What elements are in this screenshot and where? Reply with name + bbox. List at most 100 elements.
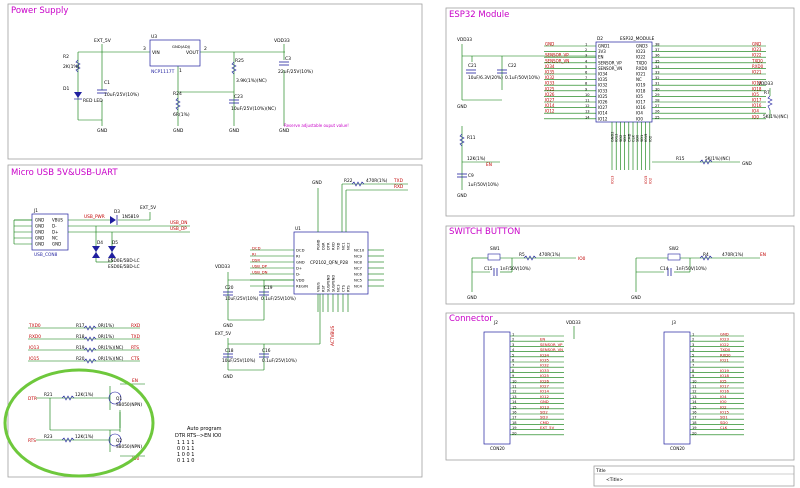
esp32-left-pin-num: 12 [585,104,590,108]
esp32-left-pin-num: 10 [585,93,590,97]
title-connector: Connector [449,314,493,324]
esp32-left-pin-num: 14 [585,115,590,119]
esp32-bottom-pin-name: SD0 [636,134,640,142]
j2-refdes: J2 [493,320,498,325]
c3-value: 22uF/25V(10%) [278,69,313,75]
conn-pin-num: 16 [512,411,517,415]
esp32-left-net: IO27 [545,98,555,103]
title-esp32-module: ESP32 Module [449,10,509,20]
pair-value: 0R(1%) [98,323,114,329]
j1-left-pin: GND [35,242,44,247]
esp32-right-pin-num: 25 [655,115,660,119]
conn-net-label: IO34 [540,352,550,357]
esp32-right-net: IO5 [752,92,759,97]
esp32-left-net: SENSOR_VN [545,58,569,63]
esp32-right-pin-num: 31 [655,82,660,86]
conn-net-label: IO14 [540,389,550,394]
conn-net-label: CLK [720,425,728,430]
pair-refdes: R20 [76,356,85,362]
esp32-right-net: IO0 [752,114,759,119]
u3-pin2: 2 [204,46,207,52]
conn-pin-num: 7 [692,364,694,368]
c21-refdes: C21 [468,63,477,69]
esp32-right-pin-num: 26 [655,110,660,114]
u1-top-pin-name: RXD [332,242,336,250]
esp32-bottom-pin-name: CLK [632,134,636,142]
conn-pin-num: 6 [692,359,695,363]
usb-gnd-1: GND [223,323,234,329]
sw-io0-net: IO0 [578,256,586,262]
esp32-bottom-pin-name: IO13 [615,134,619,142]
u1-part: CP2102_QFN_P28 [310,260,348,266]
esp32-right-pin-num: 38 [655,43,660,47]
usb-txd-net: TXD [393,178,404,184]
sw-gnd-2: GND [631,295,642,301]
q1-transistor [108,391,122,405]
u1-bottom-pin-name: VBUS [317,281,321,292]
c3-refdes: C3 [285,56,291,62]
r22-resistor [351,181,365,187]
conn-net-label: TXD0 [719,347,731,352]
esp32-left-net: IO25 [545,86,555,91]
r11-value: 12K(1%) [467,156,486,162]
conn-pin-num: 3 [692,343,694,347]
sw1-button [487,253,501,261]
u1-left-net: DSR [252,258,260,263]
esp32-right-pin-name: IO18 [636,88,646,93]
conn-net-label: IO4 [720,394,727,399]
esp32-left-pin-name: IO12 [598,116,608,121]
power-gnd-2: GND [173,128,184,134]
u1-bottom-pin-name: RST [322,284,326,292]
esp32-left-pin-name: SENSOR_VN [598,66,622,71]
c14-value: 1nF/50V(10%) [676,266,707,272]
c19-refdes: C19 [264,285,273,291]
esp32-left-net: IO26 [545,92,555,97]
u1-cp2102-chip [293,231,369,295]
u3-vin: VIN [152,50,160,56]
pair-resistor [83,336,97,342]
esp32-right-pin-num: 37 [655,48,660,52]
esp32-right-pin-num: 29 [655,93,660,97]
esp32-right-pin-num: 35 [655,59,660,63]
conn-net-label: IO13 [540,404,550,409]
esp32-right-net: IO22 [752,53,762,58]
conn-pin-num: 2 [692,338,694,342]
r22-refdes: R22 [344,178,353,184]
conn-pin-num: 5 [512,353,514,357]
r25-value: 3.9K(1%)(NC) [236,78,267,84]
conn-net-label: SD2 [540,410,548,415]
title-usb-uart: Micro USB 5V&USB-UART [11,168,118,178]
esp32-left-pin-name: IO26 [598,100,608,105]
r4-refdes: R4 [703,252,709,258]
j1-refdes: J1 [33,208,38,214]
pair-right-net: RXD [131,323,141,329]
esp32-right-pin-num: 28 [655,99,660,103]
j1-left-pin: GND [35,236,44,241]
q1-refdes: Q1 [116,396,122,402]
esp32-bottom-gnd: GND [742,161,753,167]
pair-left-net: TXD0 [28,323,41,329]
esp32-right-pin-name: IO22 [636,55,646,60]
conn-net-label: IO5 [720,378,727,383]
esp32-right-net: IO19 [752,81,762,86]
esp32-gnd-1: GND [457,104,468,110]
c16-refdes: C16 [262,348,271,354]
c22-value: 0.1uF/50V(10%) [505,75,540,81]
usb-dn-net: USB_DN [170,220,188,226]
esp32-right-net: GND [752,42,761,47]
conn-pin-num: 9 [692,374,695,378]
conn-pin-num: 13 [512,395,517,399]
conn-pin-num: 1 [512,333,514,337]
conn-net-label: CMD [540,420,549,425]
j1-left-pin: GND [35,224,44,229]
u1-gnd-top: GND [312,180,323,186]
esp32-left-pin-name: EN [598,55,604,60]
r2-refdes: R2 [63,54,69,60]
u1-left-pin-name: DCD [296,248,305,253]
power-gnd-1: GND [97,128,108,134]
esp32-right-pin-num: 27 [655,104,660,108]
esp32-bottom-pin-name: IO2 [648,136,652,142]
esp32-right-net: IO21 [752,70,762,75]
